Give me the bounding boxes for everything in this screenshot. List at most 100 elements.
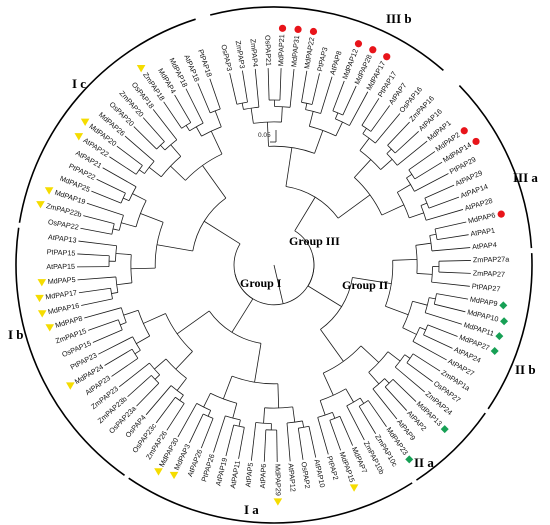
- leaf-label: MdPAP5: [47, 275, 75, 286]
- green-diamond-marker: [440, 425, 449, 434]
- branch-line: [102, 167, 137, 188]
- yellow-triangle-marker: [45, 324, 55, 332]
- branch-line: [78, 240, 117, 247]
- scale-bar-label: 0.05: [258, 132, 271, 139]
- yellow-triangle-marker: [80, 118, 90, 126]
- branch-line: [317, 417, 329, 455]
- green-diamond-marker: [500, 317, 509, 326]
- leaf-label: PtPAP3: [315, 46, 329, 72]
- leaf-label: PtPAP27: [471, 281, 500, 293]
- branch-arc: [384, 379, 394, 388]
- branch-line: [431, 247, 471, 252]
- group-2-label: Group II: [342, 278, 388, 292]
- branch-line: [368, 372, 380, 385]
- branch-line: [209, 78, 221, 110]
- leaf-markers: [35, 24, 509, 506]
- branch-arc: [386, 153, 398, 166]
- branch-arc: [192, 197, 227, 252]
- clade-2a-label: II a: [414, 455, 434, 470]
- branch-arc: [285, 186, 339, 219]
- branch-line: [314, 130, 324, 154]
- branch-line: [163, 101, 182, 129]
- branch-line: [154, 358, 167, 370]
- branch-line: [335, 112, 339, 119]
- branch-line: [362, 128, 367, 134]
- branch-arc: [424, 197, 430, 209]
- branch-line: [176, 310, 210, 335]
- branch-line: [84, 307, 122, 319]
- clade-3b-label: III b: [386, 11, 412, 26]
- branch-line: [286, 422, 291, 462]
- yellow-triangle-marker: [154, 468, 163, 476]
- branch-line: [349, 91, 369, 126]
- branch-line: [138, 169, 145, 174]
- branch-line: [213, 415, 226, 453]
- branch-line: [197, 83, 211, 114]
- branch-arc: [160, 156, 182, 178]
- branch-line: [112, 228, 120, 231]
- branch-line: [77, 253, 110, 257]
- branch-line: [292, 406, 296, 423]
- branch-line: [404, 354, 411, 359]
- branch-line: [241, 70, 248, 103]
- clade-bracket-arc: [415, 412, 486, 481]
- branch-line: [428, 196, 460, 209]
- branch-line: [361, 98, 380, 126]
- clade-3a-label: III a: [513, 170, 538, 185]
- branch-line: [177, 403, 198, 438]
- red-circle-marker: [383, 53, 391, 61]
- branch-line: [402, 327, 417, 335]
- branch-line: [152, 109, 178, 141]
- clade-bracket-arc: [458, 85, 533, 249]
- branch-arc: [170, 385, 184, 396]
- branch-line: [339, 416, 354, 446]
- branch-line: [241, 103, 244, 110]
- branch-line: [416, 273, 433, 275]
- branch-arc: [431, 266, 433, 283]
- branch-line: [238, 427, 245, 459]
- branch-arc: [323, 345, 362, 374]
- branch-line: [319, 400, 326, 416]
- branch-arc: [317, 411, 333, 418]
- clade-bracket-arc: [128, 477, 413, 524]
- branch-line: [420, 202, 428, 206]
- branch-line: [342, 85, 357, 116]
- branch-line: [250, 108, 254, 124]
- branch-line: [155, 397, 176, 424]
- leaf-label: ZmPAP27: [473, 268, 506, 278]
- branch-line: [238, 419, 241, 427]
- branch-arc: [346, 397, 361, 407]
- branch-line: [210, 130, 223, 155]
- leaf-label: MdPAP6: [467, 210, 496, 225]
- branch-line: [277, 383, 280, 409]
- leaf-label: PtPAP2: [325, 455, 340, 481]
- branch-line: [83, 215, 115, 225]
- yellow-triangle-marker: [37, 310, 47, 318]
- branch-arc: [208, 310, 262, 344]
- leaf-label: MdPAP17: [45, 288, 78, 301]
- branch-line: [207, 410, 212, 417]
- branch-arc: [415, 245, 418, 274]
- branch-line: [436, 293, 469, 300]
- branch-arc: [209, 108, 221, 114]
- yellow-triangle-marker: [349, 484, 359, 492]
- branch-arc: [181, 122, 191, 129]
- branch-line: [419, 326, 426, 331]
- branch-line: [394, 130, 419, 154]
- leaf-label: AtPAP12: [286, 463, 297, 492]
- yellow-triangle-marker: [169, 471, 179, 480]
- branch-line: [431, 281, 470, 287]
- branch-line: [156, 244, 193, 252]
- branch-line: [231, 298, 254, 333]
- branch-arc: [335, 118, 350, 126]
- branch-line: [203, 393, 211, 408]
- branch-line: [104, 348, 133, 366]
- yellow-triangle-marker: [35, 294, 44, 303]
- branch-line: [414, 173, 449, 192]
- branch-line: [176, 378, 187, 391]
- branch-line: [359, 397, 365, 404]
- clade-bracket-arc: [487, 253, 533, 410]
- branch-line: [438, 260, 471, 262]
- branch-line: [111, 358, 139, 377]
